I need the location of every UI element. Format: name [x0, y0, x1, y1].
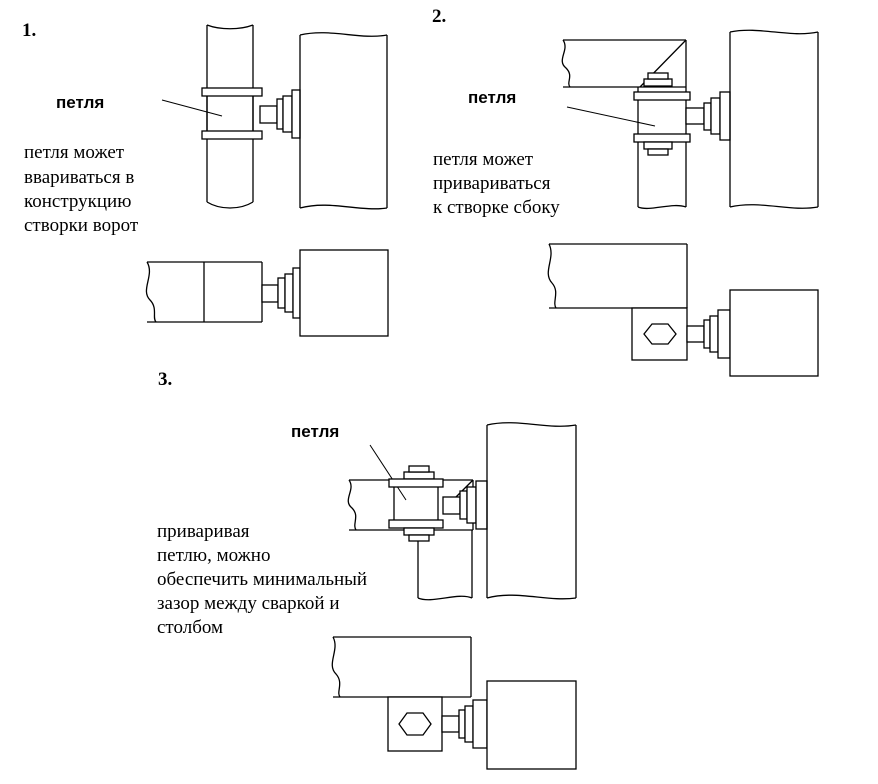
diagram-1-plan-gate-tube	[145, 261, 263, 323]
diagram-3-label: петля	[291, 422, 339, 441]
diagram-3-post	[486, 422, 577, 600]
diagram-2-number: 2.	[432, 6, 446, 27]
diagram-2-leader-line	[566, 106, 656, 127]
diagram-3-plan-hinge	[387, 696, 488, 752]
diagram-3-leader-line	[369, 444, 407, 501]
diagram-1-plan-post	[299, 249, 389, 337]
diagram-3-number: 3.	[158, 369, 172, 390]
diagram-1-gate-tube	[206, 24, 254, 209]
diagram-1-plan-hinge	[261, 267, 301, 319]
diagram-3-plan-gate-tube	[331, 636, 472, 698]
diagram-2-label: петля	[468, 88, 516, 107]
diagram-2-plan-hinge	[631, 307, 731, 361]
diagram-1-number: 1.	[22, 20, 36, 41]
diagram-2-plan-post	[729, 289, 819, 377]
diagram-1-leader-line	[161, 99, 223, 117]
diagram-3-caption: приваривая петлю, можно обеспечить миним…	[157, 521, 372, 638]
diagram-2-caption: петля может привариваться к створке сбок…	[433, 149, 560, 218]
diagram-2-hinge	[633, 72, 731, 156]
diagram-1-post	[299, 32, 388, 210]
diagram-2-side-bar	[637, 87, 687, 210]
diagram-3-hinge	[388, 465, 488, 542]
diagram-2-plan-gate-tube	[547, 243, 688, 309]
diagram-1-hinge	[201, 87, 301, 140]
diagram-2-post	[729, 29, 819, 209]
diagram-1-label: петля	[56, 93, 104, 112]
diagram-1-caption: петля может ввариваться в конструкцию ст…	[24, 142, 139, 236]
diagram-3-plan-post	[486, 680, 577, 770]
